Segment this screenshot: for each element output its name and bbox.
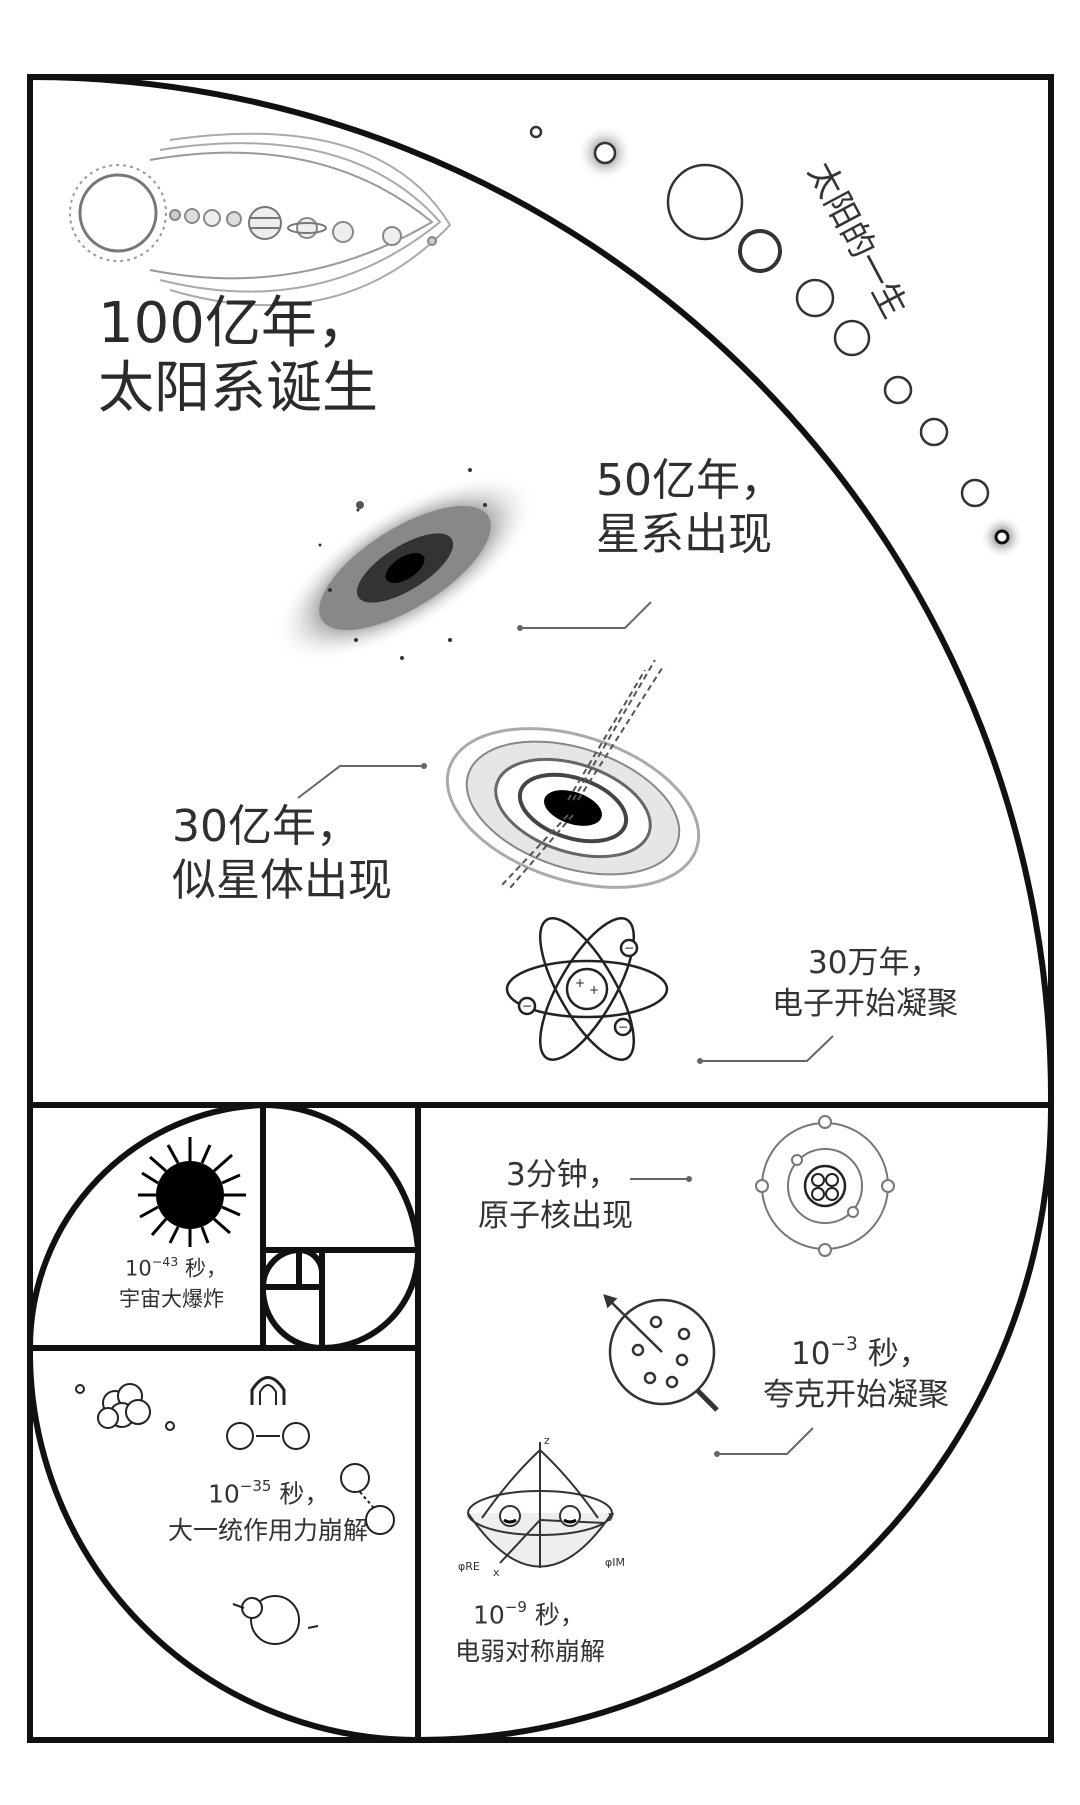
event-nuclei-label: 3分钟， 原子核出现	[478, 1155, 633, 1237]
event-gut-label: 10−35 秒， 大一统作用力崩解	[168, 1476, 368, 1549]
event-solar-system-desc: 太阳系诞生	[98, 355, 378, 421]
galaxy-stars	[318, 468, 487, 660]
event-solar-system-label: 100亿年， 太阳系诞生	[98, 291, 378, 422]
event-nuclei-desc: 原子核出现	[478, 1197, 633, 1234]
event-quasars-label: 30亿年， 似星体出现	[172, 800, 392, 907]
event-galaxies-time: 50亿年，	[596, 455, 784, 506]
event-electrons-time: 30万年，	[808, 945, 941, 981]
leader-line-quasars	[297, 765, 424, 799]
quark-sphere-illustration	[603, 1294, 719, 1412]
electron-icon	[517, 996, 537, 1016]
leader-line-galaxies	[520, 601, 652, 629]
planet-icon	[203, 209, 221, 227]
event-big-bang-time: 10−43 秒，	[125, 1254, 227, 1281]
event-nuclei-time: 3分钟，	[506, 1157, 619, 1193]
quasar-jet	[501, 659, 665, 889]
leader-line-electrons	[700, 1035, 834, 1062]
event-quarks-label: 10−3 秒， 夸克开始凝聚	[763, 1333, 949, 1416]
atom-illustration	[505, 917, 669, 1061]
svg-text:+: +	[575, 976, 585, 990]
event-gut-desc: 大一统作用力崩解	[168, 1515, 369, 1545]
event-solar-system-time: 100亿年，	[98, 291, 373, 356]
svg-text:−: −	[522, 999, 532, 1013]
svg-text:−: −	[618, 1020, 628, 1034]
event-electrons-desc: 电子开始凝聚	[772, 985, 958, 1022]
quasar-illustration	[445, 727, 701, 889]
atom-signs: − − − + +	[522, 941, 634, 1034]
event-big-bang-desc: 宇宙大爆炸	[119, 1286, 224, 1311]
saturn-icon	[296, 217, 318, 239]
svg-text:φRE: φRE	[458, 1560, 480, 1573]
event-quarks-time: 10−3 秒，	[791, 1334, 930, 1372]
planet-icon	[184, 208, 200, 224]
event-quarks-desc: 夸克开始凝聚	[763, 1376, 949, 1413]
galaxy-illustration	[273, 473, 537, 663]
sun-icon	[78, 173, 158, 253]
event-quasars-time: 30亿年，	[172, 801, 360, 852]
event-galaxies-desc: 星系出现	[596, 508, 772, 560]
planet-icon	[427, 236, 437, 246]
event-quasars-desc: 似星体出现	[172, 854, 392, 906]
event-electrons-label: 30万年， 电子开始凝聚	[772, 943, 958, 1025]
event-electroweak-label: 10−9 秒， 电弱对称崩解	[455, 1597, 605, 1670]
sun-life-cycle	[529, 125, 1024, 559]
planet-icon	[226, 211, 242, 227]
big-bang-illustration	[138, 1137, 246, 1247]
event-electroweak-desc: 电弱对称崩解	[455, 1636, 606, 1666]
event-gut-time: 10−35 秒，	[208, 1477, 330, 1509]
event-galaxies-label: 50亿年， 星系出现	[596, 454, 784, 561]
svg-text:−: −	[624, 941, 634, 955]
electron-icon	[613, 1017, 633, 1037]
planet-icon	[382, 226, 402, 246]
golden-spiral	[26, 74, 1055, 1744]
leader-line-quarks	[717, 1427, 814, 1455]
solar-system-illustration	[69, 132, 452, 307]
svg-text:z: z	[544, 1434, 550, 1447]
svg-text:+: +	[589, 983, 599, 997]
event-big-bang-label: 10−43 秒， 宇宙大爆炸	[119, 1253, 227, 1314]
outer-frame	[27, 74, 1054, 1743]
svg-text:y: y	[608, 1509, 615, 1522]
svg-text:x: x	[493, 1566, 500, 1579]
nucleus-atom-illustration	[755, 1115, 895, 1257]
electron-icon	[619, 938, 639, 958]
event-electroweak-time: 10−9 秒，	[473, 1598, 585, 1630]
gut-illustrations	[75, 1376, 395, 1645]
higgs-potential-illustration	[467, 1442, 613, 1568]
jupiter-icon	[248, 206, 282, 240]
svg-text:φIM: φIM	[605, 1556, 625, 1569]
higgs-axis-labels: z y x φRE φIM	[458, 1434, 625, 1579]
planet-icon	[169, 209, 181, 221]
planet-icon	[332, 221, 354, 243]
